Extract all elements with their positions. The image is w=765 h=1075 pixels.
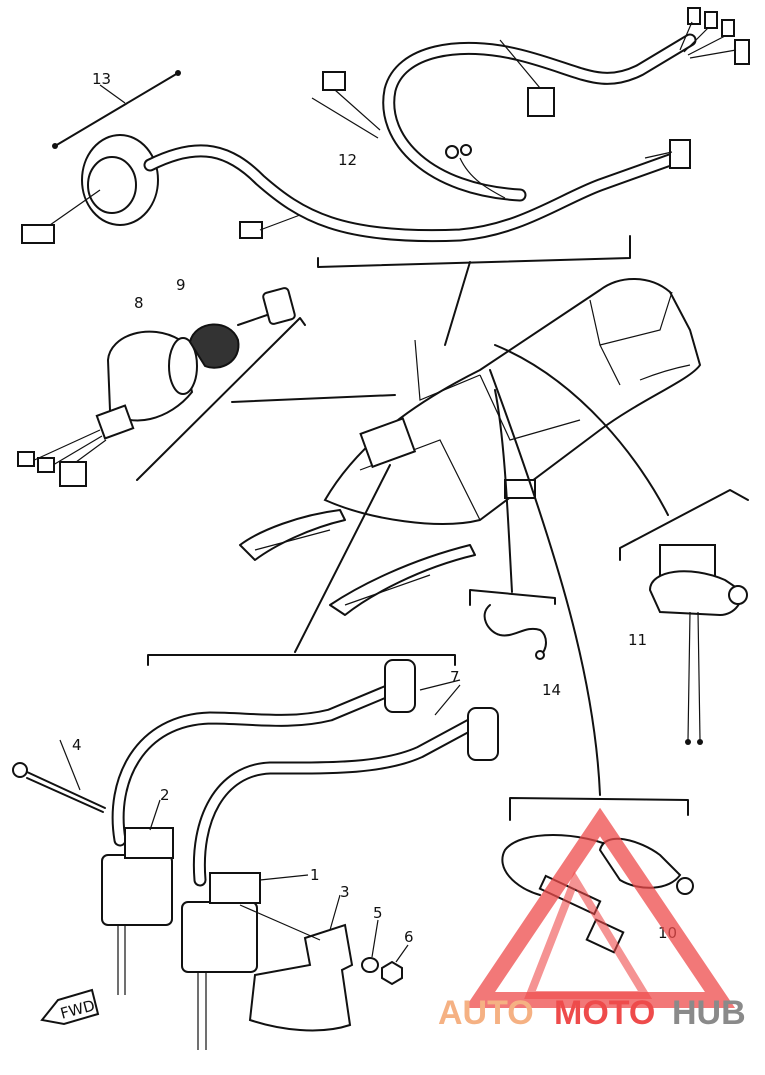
callout-2: 2 bbox=[160, 786, 170, 804]
callout-8: 8 bbox=[134, 294, 144, 312]
part-13-wire bbox=[52, 70, 181, 149]
fwd-arrow: FWD bbox=[40, 988, 100, 1026]
part-4-bolt bbox=[12, 739, 106, 813]
part-12-wire-harness bbox=[21, 7, 750, 244]
part-9-key bbox=[188, 287, 296, 369]
watermark-moto: MOTO bbox=[554, 994, 655, 1032]
callout-4: 4 bbox=[72, 736, 82, 754]
watermark-hub: HUB bbox=[672, 994, 746, 1032]
callout-11: 11 bbox=[628, 631, 647, 649]
part-11-switch bbox=[494, 344, 749, 745]
part-3-bracket bbox=[239, 894, 354, 1032]
callout-3: 3 bbox=[340, 883, 350, 901]
part-6-nut bbox=[381, 944, 409, 986]
callout-12: 12 bbox=[338, 151, 357, 169]
callout-1: 1 bbox=[310, 866, 320, 884]
part-10-sensor bbox=[489, 369, 694, 954]
part-7-plug-caps bbox=[111, 659, 499, 887]
callout-7: 7 bbox=[450, 668, 460, 686]
part-14-wire-lead bbox=[469, 389, 556, 660]
snowmobile-body bbox=[239, 278, 702, 616]
part-2-ignition-coil bbox=[101, 799, 174, 995]
part-8-main-switch bbox=[17, 330, 198, 487]
watermark-auto: AUTO bbox=[438, 994, 534, 1032]
callout-6: 6 bbox=[404, 928, 414, 946]
part-1-ignition-coil bbox=[181, 872, 309, 1050]
callout-labels: 13 12 8 9 11 14 7 4 2 1 3 5 6 10 bbox=[72, 70, 677, 946]
bracket-12 bbox=[317, 235, 631, 346]
callout-14: 14 bbox=[542, 681, 561, 699]
callout-13: 13 bbox=[92, 70, 111, 88]
watermark: AUTO MOTO HUB bbox=[438, 807, 746, 1032]
bracket-1-7 bbox=[147, 464, 456, 666]
watermark-triangle-icon bbox=[464, 807, 736, 1008]
bracket-8-9 bbox=[136, 317, 396, 481]
harness-end-connectors bbox=[679, 7, 750, 65]
part-5-washer bbox=[361, 919, 379, 973]
callout-5: 5 bbox=[373, 904, 383, 922]
callout-9: 9 bbox=[176, 276, 186, 294]
